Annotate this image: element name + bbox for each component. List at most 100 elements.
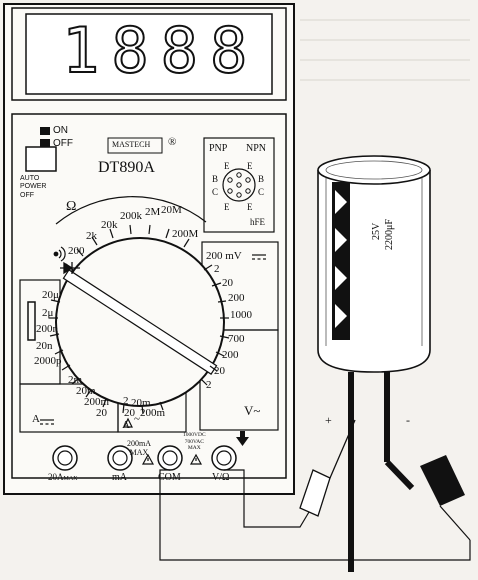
acv-label: V~: [244, 403, 261, 418]
brand-maker: MASTECH: [112, 140, 151, 149]
ohm-symbol: Ω: [66, 199, 77, 214]
lcd-reading: 1888: [61, 14, 260, 87]
dial-pointer: [62, 269, 218, 375]
acv-range-20: 20: [214, 365, 225, 377]
hfe-pin-icon: [236, 182, 242, 188]
buzzer-icon: [53, 246, 66, 262]
hfe-pin-icon: [245, 188, 251, 194]
aca-range-20m: 20m: [131, 397, 151, 409]
ohm-range-200m: 200M: [172, 228, 199, 240]
dial-ticks: [49, 224, 230, 415]
ohm-range-20m: 20M: [161, 204, 182, 216]
model-name: DT890A: [98, 159, 155, 176]
pnp-label: PNP: [209, 143, 228, 154]
npn-c: C: [258, 187, 265, 197]
ac-tilde-icon: ~: [134, 413, 140, 425]
dcv-range-1000: 1000: [230, 309, 252, 321]
auto-power-off-label: AUTO POWER OFF: [20, 175, 47, 199]
off-indicator-icon: [40, 139, 50, 147]
ohm-range-200k: 200k: [120, 210, 142, 222]
jack-ma[interactable]: [107, 445, 133, 471]
ohm-range-2k: 2k: [86, 230, 97, 242]
power-button[interactable]: [25, 146, 57, 172]
jack-vohm-label: V/Ω: [212, 472, 230, 483]
warning-icon: [141, 453, 155, 465]
ohm-range-2m: 2M: [145, 206, 161, 218]
acv-range-2: 2: [206, 379, 212, 391]
hfe-pin-icon: [227, 188, 233, 194]
dca-range-200m: 200m: [84, 396, 110, 408]
npn-e-bottom: E: [247, 202, 253, 212]
aca-range-200m: 200m: [140, 407, 166, 419]
dcv-label: 200 mV: [206, 250, 242, 262]
dca-range-20m: 20m: [76, 385, 96, 397]
jack-com-label: COM: [158, 472, 181, 483]
npn-b: B: [258, 174, 265, 184]
warning-icon: [189, 453, 203, 465]
ohm-arc: [55, 196, 207, 225]
pnp-c: C: [212, 187, 219, 197]
aca-range-20: 20: [124, 407, 135, 419]
off-label: OFF: [53, 138, 73, 149]
dca-range-20: 20: [96, 407, 107, 419]
pnp-e-top: E: [224, 161, 230, 171]
jack-com-rating: 1000VDC 700VAC MAX: [183, 432, 206, 452]
hfe-pin-icon: [236, 172, 242, 178]
npn-e-top: E: [247, 161, 253, 171]
capacitor-plus-mark: +: [325, 413, 332, 427]
hfe-pin-icon: [227, 177, 233, 183]
dcv-range-20: 20: [222, 277, 233, 289]
jack-vohm[interactable]: [211, 445, 237, 471]
lcd-window: [25, 13, 273, 95]
on-indicator-icon: [40, 127, 50, 135]
aca-range-2: 2: [123, 395, 129, 407]
jack-com[interactable]: [157, 445, 183, 471]
black-lead-wire: [159, 469, 330, 561]
cap-range-2u: 2μ: [42, 307, 54, 319]
red-lead-wire: [224, 469, 310, 528]
acv-range-200: 200: [222, 349, 239, 361]
probe-arrow-icon: [236, 431, 249, 446]
dca-range-2m: 2m: [68, 374, 83, 386]
electrolytic-capacitor: [317, 155, 431, 572]
acv-range-700: 700: [228, 333, 245, 345]
capacitor-voltage: 25V: [371, 222, 382, 240]
dcv-range-200: 200: [228, 292, 245, 304]
jack-20a-label: 20AMAX: [48, 472, 78, 483]
hfe-pin-icon: [236, 192, 242, 198]
dc-symbol-icon: [252, 254, 266, 260]
diode-icon: [60, 261, 80, 275]
cap-socket-icon: [27, 301, 36, 341]
aca-label: A: [122, 419, 130, 431]
lcd-frame: [11, 7, 287, 101]
jack-ma-label: mA: [112, 472, 127, 483]
transistor-panel: [203, 137, 275, 233]
npn-label: NPN: [246, 143, 267, 154]
jack-20a[interactable]: [52, 445, 78, 471]
on-label: ON: [53, 125, 68, 136]
dca-label: A: [32, 413, 40, 425]
brand-registered: ®: [168, 136, 177, 148]
hfe-pin-icon: [245, 177, 251, 183]
cap-range-20n: 20n: [36, 340, 53, 352]
jack-ma-max-label: 200mA MAX: [127, 439, 151, 457]
black-probe[interactable]: [330, 455, 471, 561]
cap-range-20u: 20μ: [42, 289, 59, 301]
warning-icon: [123, 417, 133, 428]
hfe-label: hFE: [250, 217, 266, 227]
cap-range-200n: 200n: [36, 323, 58, 335]
cap-range-2000p: 2000p: [34, 355, 62, 367]
capacitor-capacitance: 2200μF: [384, 219, 395, 250]
pnp-b: B: [212, 174, 219, 184]
ohm-range-200: 200: [68, 245, 85, 257]
capacitor-minus-mark: -: [406, 413, 410, 427]
dcv-range-2: 2: [214, 263, 220, 275]
pnp-e-bottom: E: [224, 202, 230, 212]
control-panel: [11, 113, 287, 479]
ohm-range-20k: 20k: [101, 219, 118, 231]
brand-box: [107, 137, 163, 154]
hfe-socket[interactable]: [222, 168, 256, 202]
red-probe[interactable]: [299, 419, 356, 517]
dc-symbol-icon: [40, 419, 54, 425]
